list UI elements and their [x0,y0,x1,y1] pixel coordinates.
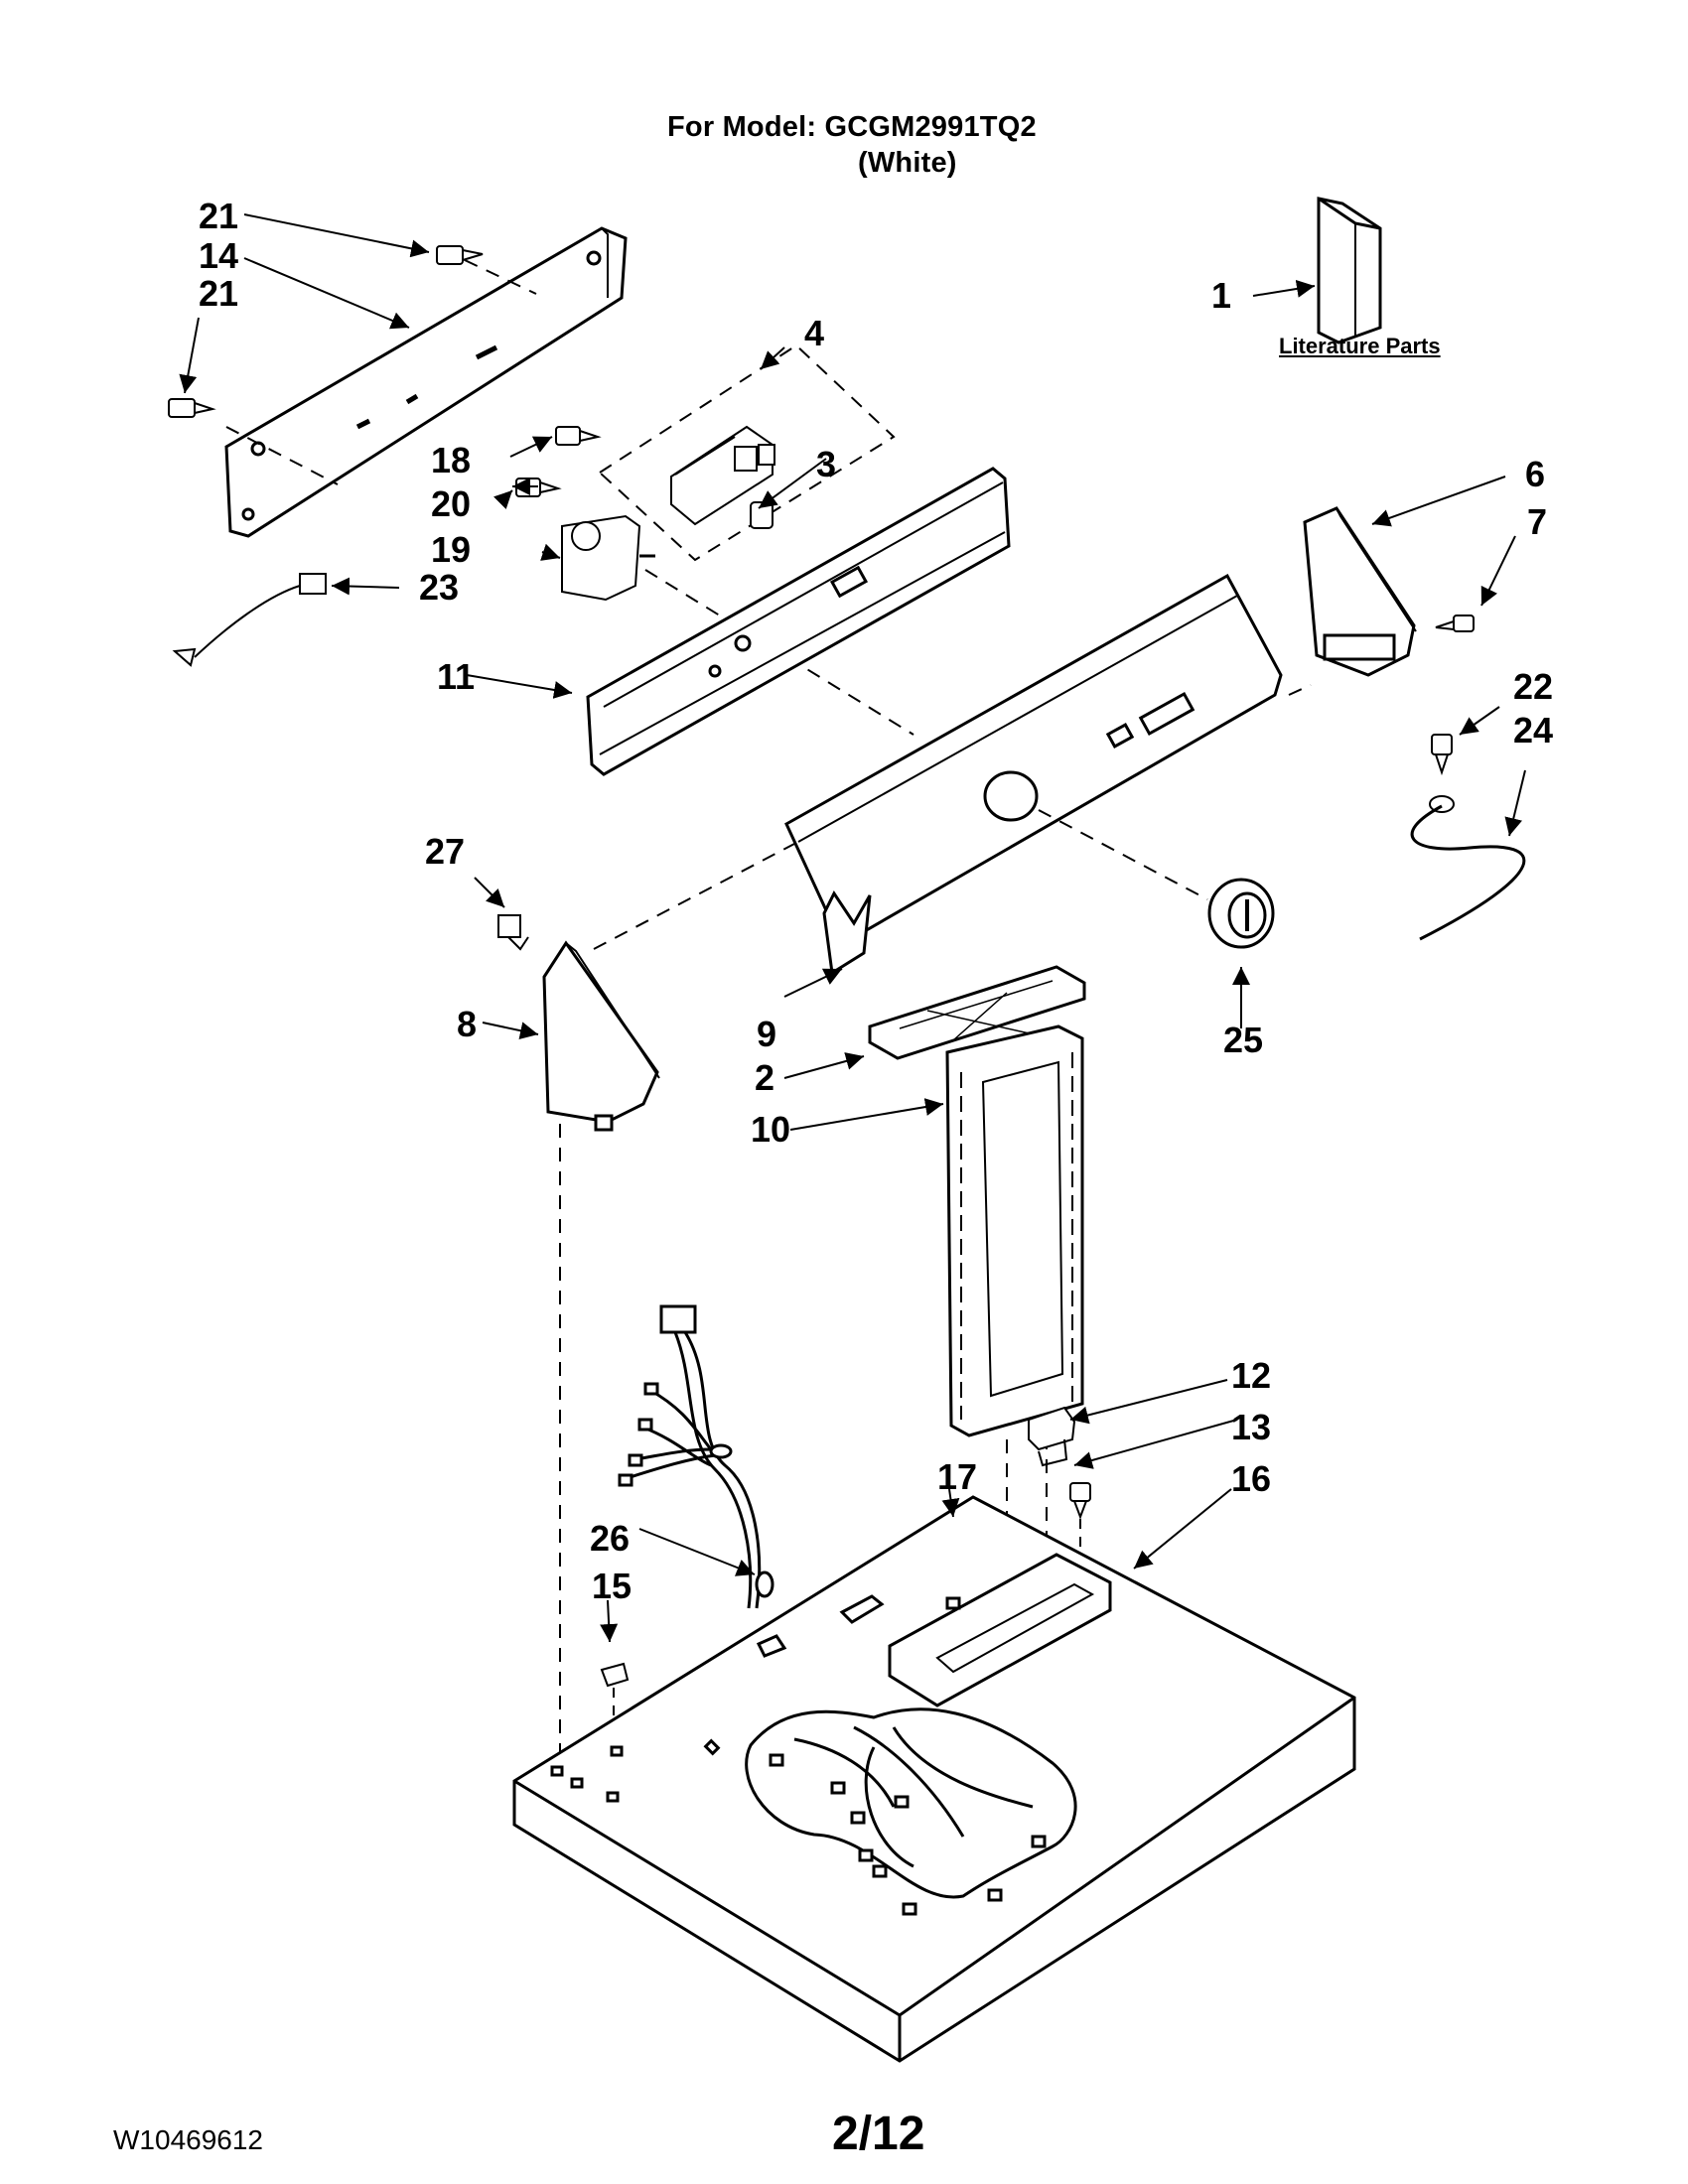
callout-21-left: 21 [199,273,238,314]
control-panel-rail [586,467,1011,776]
model-color: (White) [858,147,957,179]
callout-8: 8 [457,1004,477,1044]
callout-10: 10 [751,1109,790,1150]
screw-21-top [436,245,484,265]
ground-screw-22 [1429,734,1455,813]
document-code: W10469612 [113,2124,264,2155]
callout-20: 20 [431,483,471,524]
clip-15 [600,1662,630,1688]
callout-12: 12 [1231,1355,1271,1396]
control-panel-end-plate [224,226,628,538]
clip-27 [497,914,529,951]
callout-4: 4 [804,313,824,353]
screw-7 [1435,614,1475,632]
callout-17: 17 [937,1456,977,1497]
wire-harness-26 [618,1304,774,1609]
top-panel [512,1495,1356,2063]
thermal-fuse-12 [1028,1406,1076,1467]
screw-16 [1069,1482,1091,1520]
jumper-wire-23 [172,573,327,667]
callout-15: 15 [592,1566,632,1606]
callout-14: 14 [199,235,238,276]
callout-24: 24 [1513,710,1553,751]
callout-16: 16 [1231,1458,1271,1499]
lint-screen [868,965,1086,1060]
push-to-start-switch-assembly [598,343,896,562]
callout-13: 13 [1231,1407,1271,1447]
literature-book [1317,197,1382,344]
callout-leaders [179,213,1526,1643]
internal-wiring [745,1707,1077,1916]
callout-3: 3 [816,444,836,484]
console-panel [784,573,1283,976]
callout-18: 18 [431,440,471,480]
callout-labels: 1 4 3 6 7 21 14 21 18 20 19 23 11 22 24 … [199,196,1553,1606]
screw-18 [555,426,602,446]
callout-23: 23 [419,567,459,608]
end-cap-right [1303,506,1417,677]
callout-19: 19 [431,529,471,570]
screw-21-left [168,398,216,418]
callout-27: 27 [425,831,465,872]
ground-wire-24 [1410,804,1526,941]
page-number: 2/12 [832,2108,925,2160]
literature-parts-label: Literature Parts [1279,334,1441,358]
callout-26: 26 [590,1518,630,1559]
callout-22: 22 [1513,666,1553,707]
lint-filter-housing [945,1024,1084,1437]
callout-7: 7 [1527,501,1547,542]
rotary-switch-19 [561,514,655,602]
callout-2: 2 [755,1057,774,1098]
callout-6: 6 [1525,454,1545,494]
callout-25: 25 [1223,1020,1263,1060]
callout-9: 9 [757,1014,776,1054]
model-title: For Model: GCGM2991TQ2 [667,111,1037,143]
callout-21-top: 21 [199,196,238,236]
knob-25 [1207,878,1275,949]
callout-1: 1 [1211,275,1231,316]
end-cap-left [542,940,660,1132]
callout-11: 11 [437,656,475,697]
